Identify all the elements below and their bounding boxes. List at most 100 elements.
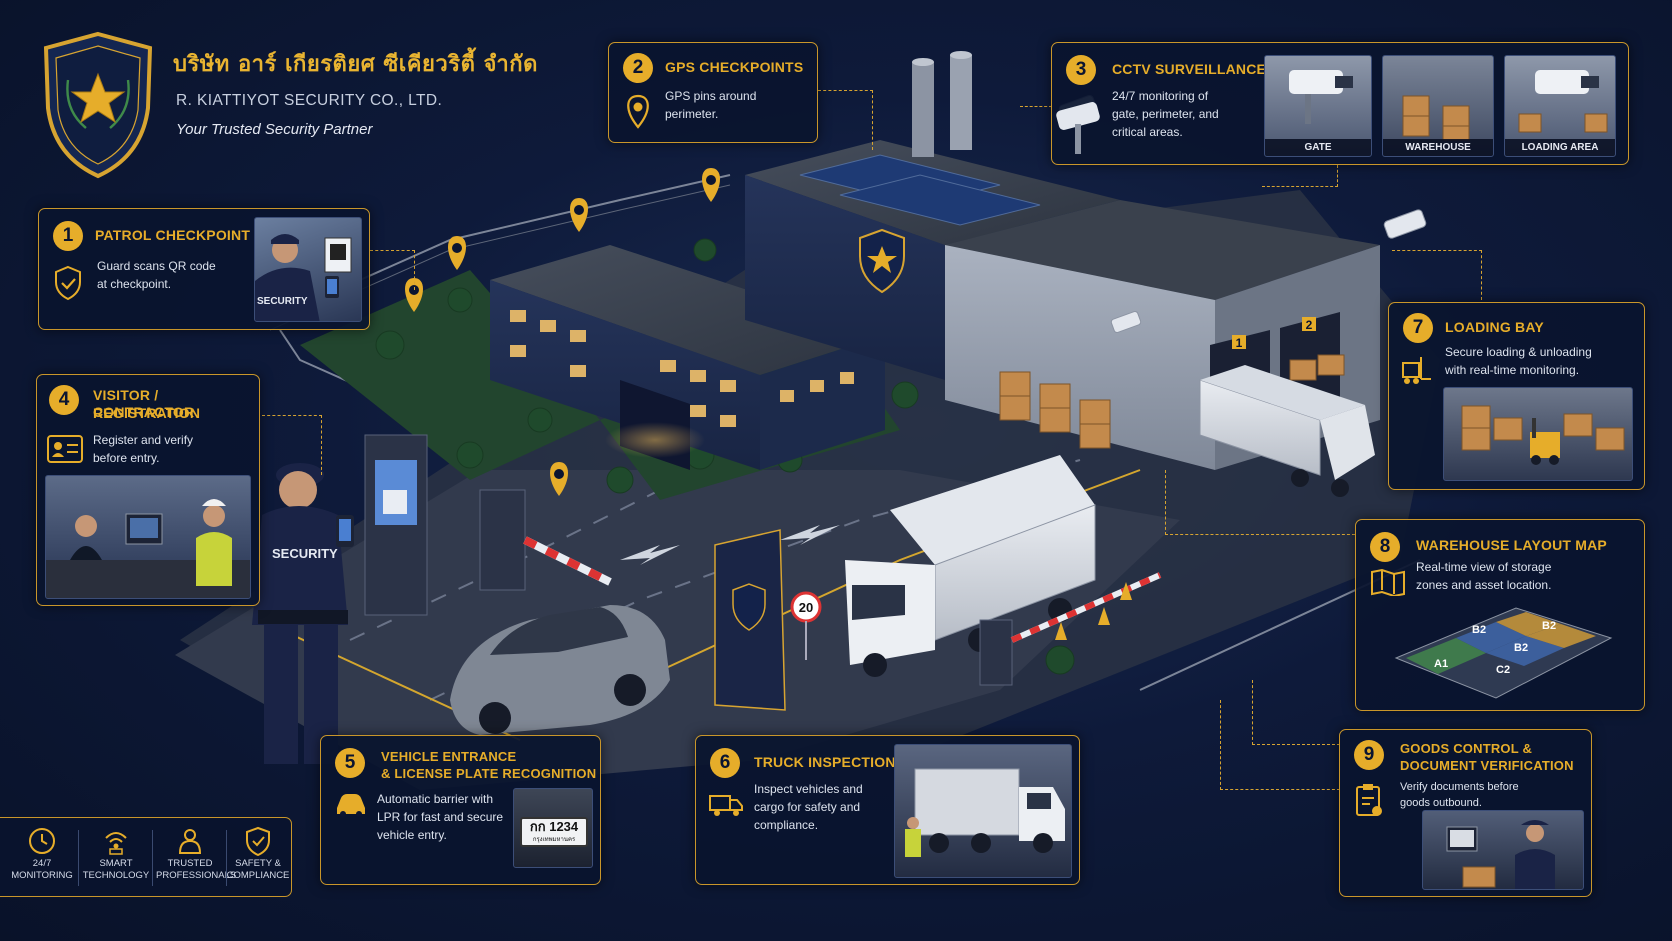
callout-desc-2: at checkpoint.: [97, 277, 172, 291]
callout-truck-inspection: 6 TRUCK INSPECTION POINT Inspect vehicle…: [695, 735, 1080, 885]
forklift-icon: [1402, 357, 1431, 384]
callout-desc-1: Inspect vehicles and: [754, 782, 863, 796]
callout-title: CCTV SURVEILLANCE: [1112, 61, 1267, 77]
company-tagline: Your Trusted Security Partner: [176, 121, 373, 138]
zone-label-a1: A1: [1434, 658, 1449, 670]
speed-limit-sign: 20: [799, 600, 813, 615]
callout-loading-bay: 7 LOADING BAY Secure loading & unloading…: [1388, 302, 1645, 490]
feature-label: TRUSTED PROFESSIONALS: [156, 858, 237, 881]
gps-pin-icon: [570, 198, 588, 232]
callout-desc-1: 24/7 monitoring of: [1112, 89, 1209, 103]
callout-title-line2: REGISTRATION: [93, 405, 201, 421]
connector-2: [818, 90, 873, 150]
feature-label: SMART TECHNOLOGY: [82, 858, 150, 881]
zone-label-b2: B2: [1472, 624, 1487, 636]
camera-icon: [1289, 70, 1353, 124]
connector-9: [1252, 680, 1340, 745]
callout-gps-checkpoints: 2 GPS CHECKPOINTS GPS pins around perime…: [608, 42, 818, 143]
clipboard-check-icon: [1356, 784, 1382, 816]
guard-scanning-qr: [255, 234, 352, 321]
cctv-thumb-label: WAREHOUSE: [1383, 139, 1493, 156]
callout-vehicle-entrance: 5 VEHICLE ENTRANCE & LICENSE PLATE RECOG…: [320, 735, 601, 885]
connector-3: [1020, 106, 1052, 107]
callout-goods-control: 9 GOODS CONTROL & DOCUMENT VERIFICATION …: [1339, 729, 1592, 897]
location-pin-icon: [627, 94, 649, 129]
callout-title-line2: DOCUMENT VERIFICATION: [1400, 758, 1574, 773]
feature-separator: [152, 830, 153, 886]
zone-label-c2: C2: [1496, 664, 1511, 676]
callout-title-line1: VISITOR / CONTRACTOR: [93, 387, 195, 420]
cctv-thumb-label: GATE: [1265, 139, 1371, 156]
shield-check-icon: [55, 265, 81, 301]
license-plate-number: กก 1234: [529, 819, 579, 834]
registration-desk-scene: [46, 499, 250, 598]
callout-number: 2: [623, 53, 653, 83]
loading-bay-photo: [1443, 387, 1633, 481]
callout-number: 3: [1066, 55, 1096, 85]
callout-desc-1: Secure loading & unloading: [1445, 345, 1592, 359]
feature-item: SAFETY & COMPLIANCE: [224, 826, 292, 890]
car: [450, 605, 670, 735]
callout-cctv-surveillance: 3 CCTV SURVEILLANCE 24/7 monitoring of g…: [1051, 42, 1629, 165]
callout-desc-1: GPS pins around: [665, 89, 757, 103]
callout-title-line1: VEHICLE ENTRANCE: [381, 749, 517, 764]
warehouse-floor-map: [1394, 607, 1613, 699]
visitor-desk-photo: [45, 475, 251, 599]
truck-icon: [709, 795, 743, 816]
office-building: [490, 245, 885, 470]
feature-separator: [226, 830, 227, 886]
gps-pin-icon: [550, 462, 568, 496]
cctv-thumb-label: LOADING AREA: [1505, 139, 1615, 156]
connector-3b: [1262, 165, 1338, 187]
clock-24-icon: [29, 828, 55, 854]
callout-title: WAREHOUSE LAYOUT MAP: [1416, 537, 1607, 553]
cctv-thumb-warehouse: WAREHOUSE: [1382, 55, 1494, 157]
feature-item: SMART TECHNOLOGY: [82, 826, 150, 890]
warehouse-boxes: [1402, 95, 1470, 141]
company-name-thai: บริษัท อาร์ เกียรติยศ ซีเคียวริตี้ จำกัด: [173, 52, 538, 77]
cctv-camera-icon: [1056, 102, 1100, 154]
loading-bay-scene: [1461, 405, 1625, 465]
warehouse-building: 1 2: [745, 51, 1380, 470]
guard-vest-text: SECURITY: [272, 546, 338, 561]
truck-docked: [1199, 365, 1375, 497]
callout-number: 9: [1354, 740, 1384, 770]
license-plate-province: กรุงเทพมหานคร: [532, 836, 576, 843]
callout-desc-3: vehicle entry.: [377, 828, 447, 842]
connector-1: [370, 250, 415, 290]
id-card-icon: [47, 435, 83, 463]
callout-title: GPS CHECKPOINTS: [665, 59, 804, 75]
feature-label: SAFETY & COMPLIANCE: [226, 858, 290, 881]
gps-pin-icon: [702, 168, 720, 202]
truck-inspection-scene: [905, 768, 1065, 857]
callout-title: LOADING BAY: [1445, 319, 1544, 335]
shield-check-icon: [246, 826, 270, 856]
company-name-english: R. KIATTIYOT SECURITY CO., LTD.: [176, 92, 443, 109]
document-verification-scene: [1446, 820, 1555, 889]
callout-desc-1: Register and verify: [93, 433, 194, 447]
connector-4: [262, 415, 322, 475]
callout-number: 5: [335, 748, 365, 778]
gps-pin-icon: [448, 236, 466, 270]
callout-desc-2: LPR for fast and secure: [377, 810, 504, 824]
entry-gates: 20: [364, 434, 1162, 711]
callout-desc-2: zones and asset location.: [1416, 578, 1552, 592]
map-icon: [1371, 568, 1405, 596]
cctv-thumb-loading-area: LOADING AREA: [1504, 55, 1616, 157]
professional-icon: [178, 829, 202, 854]
company-badge-logo: [43, 31, 153, 179]
callout-desc-3: compliance.: [754, 818, 819, 832]
connector-9b: [1220, 700, 1340, 790]
callout-title: PATROL CHECKPOINT: [95, 227, 251, 243]
callout-number: 6: [710, 748, 740, 778]
feature-item: 24/7 MONITORING: [8, 826, 76, 890]
connector-8: [1165, 470, 1355, 535]
gps-pins: [405, 168, 720, 496]
callout-desc-2: perimeter.: [665, 107, 719, 121]
feature-item: TRUSTED PROFESSIONALS: [156, 826, 237, 890]
connector-7: [1392, 250, 1482, 300]
callout-title-line1: GOODS CONTROL &: [1400, 741, 1533, 756]
truck-inspection-photo: [894, 744, 1072, 878]
license-plate: กก 1234 กรุงเทพมหานคร: [520, 817, 588, 847]
